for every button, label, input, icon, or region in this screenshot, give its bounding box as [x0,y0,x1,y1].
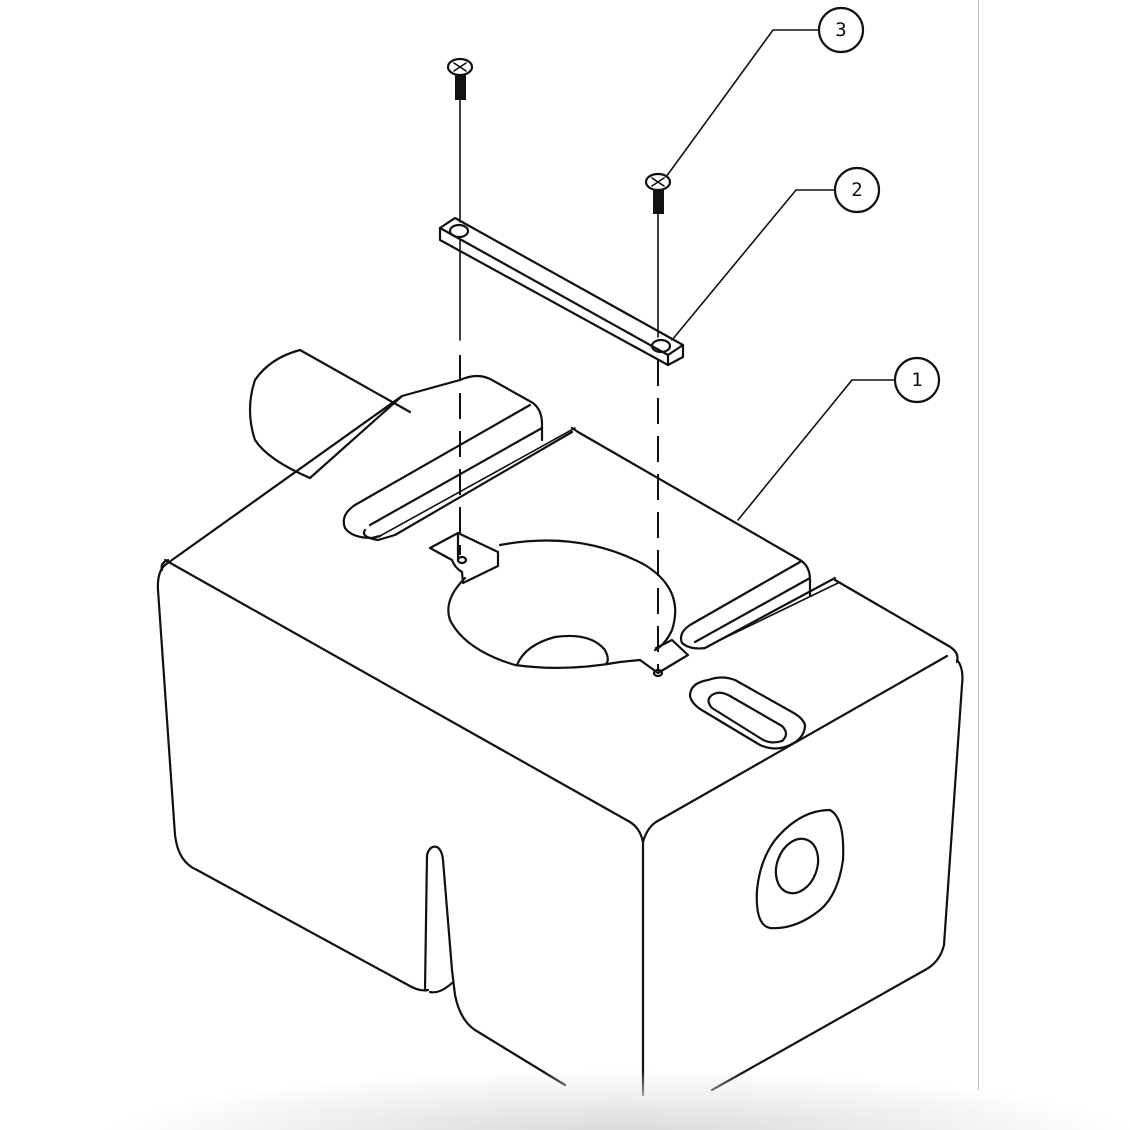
bottom-shadow-fade [0,1070,1130,1130]
screw-pocket-left [428,531,500,585]
right-rail [679,558,839,650]
front-slot [688,676,807,750]
screw-right [644,172,672,214]
side-hole [755,808,845,930]
callout-label-1: 1 [911,369,922,391]
callout-balloon-1: 1 [893,356,941,404]
page-edge-divider [978,0,979,1090]
left-rail [342,374,802,562]
callout-balloon-2: 2 [833,166,881,214]
block-body [156,348,964,1097]
callout-balloon-3: 3 [817,6,865,54]
callout-label-3: 3 [835,19,846,41]
callout-label-2: 2 [851,179,862,201]
assembly-centerlines [459,99,659,670]
retaining-bar [438,216,685,367]
screw-left [446,57,474,100]
central-bore [447,539,677,669]
screw-pocket-right [618,638,690,678]
leader-lines [665,29,896,521]
